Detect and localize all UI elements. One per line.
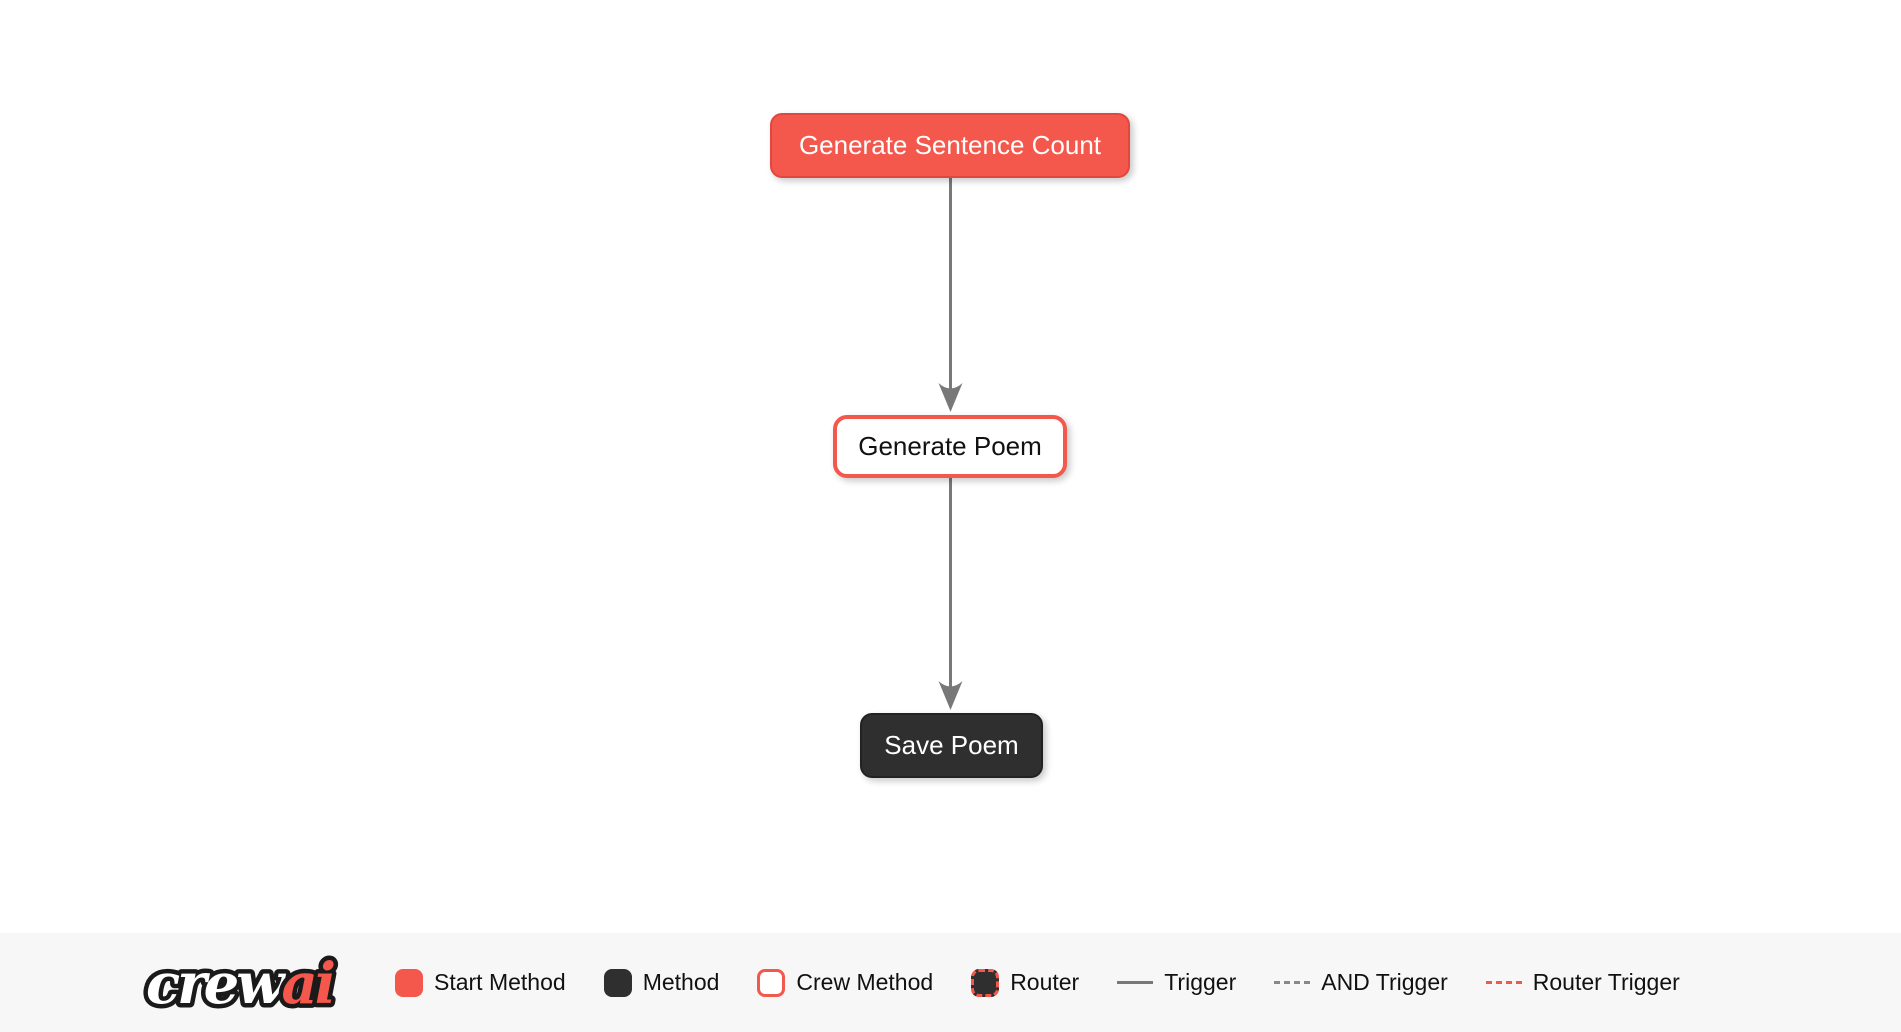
router-swatch-icon xyxy=(971,968,1000,997)
method-swatch-icon xyxy=(603,968,632,997)
legend-label: Trigger xyxy=(1164,969,1237,995)
legend-item-start-method: Start Method xyxy=(395,968,566,997)
edge-crew-to-method xyxy=(938,476,963,710)
svg-text:crewai: crewai xyxy=(146,951,334,1017)
legend-item-and-trigger: AND Trigger xyxy=(1274,969,1448,996)
legend-label: Crew Method xyxy=(796,969,934,995)
arrowhead-icon xyxy=(938,681,963,710)
legend-label: Start Method xyxy=(434,969,566,995)
legend-label: Router Trigger xyxy=(1532,969,1680,995)
legend-label: AND Trigger xyxy=(1321,969,1448,995)
crew-method-swatch-icon xyxy=(757,968,786,997)
router-trigger-line-icon xyxy=(1485,981,1522,984)
edges-layer xyxy=(938,176,963,710)
node-label: Generate Poem xyxy=(858,431,1042,461)
arrowhead-icon xyxy=(938,383,963,412)
node-generate-poem[interactable]: Generate Poem xyxy=(833,415,1067,478)
legend-item-router: Router xyxy=(971,968,1080,997)
crewai-logo: crewai xyxy=(142,946,341,1021)
legend-label: Router xyxy=(1010,969,1080,995)
legend-item-router-trigger: Router Trigger xyxy=(1485,969,1680,996)
edge-start-to-crew xyxy=(938,176,963,412)
legend-item-crew-method: Crew Method xyxy=(757,968,934,997)
node-save-poem[interactable]: Save Poem xyxy=(860,713,1043,778)
legend-item-trigger: Trigger xyxy=(1117,969,1236,996)
start-method-swatch-icon xyxy=(395,968,423,997)
node-generate-sentence-count[interactable]: Generate Sentence Count xyxy=(770,113,1130,178)
and-trigger-line-icon xyxy=(1274,981,1311,984)
legend-label: Method xyxy=(642,969,720,995)
trigger-line-icon xyxy=(1117,981,1154,984)
node-label: Generate Sentence Count xyxy=(798,130,1102,160)
legend-item-method: Method xyxy=(603,968,720,997)
node-label: Save Poem xyxy=(884,730,1019,760)
legend-bar: crewai Start Method Method Crew Method R… xyxy=(0,933,1901,1032)
